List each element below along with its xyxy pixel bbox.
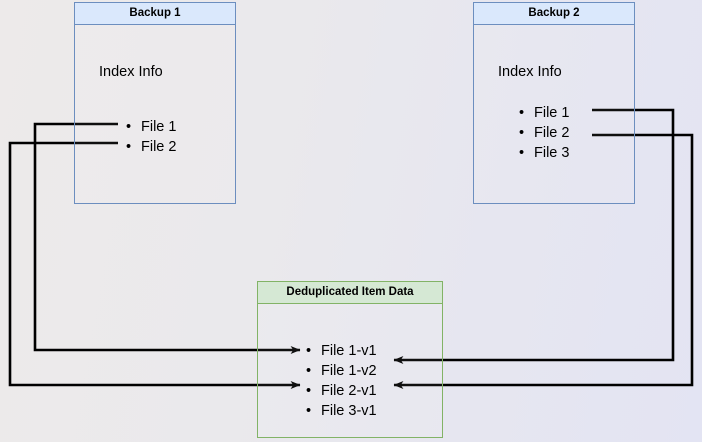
- backup-2-index-info-label: Index Info: [498, 64, 562, 80]
- list-item[interactable]: File 2: [126, 137, 176, 157]
- backup-1-index-info-label: Index Info: [99, 64, 163, 80]
- node-deduplicated-item-data-title: Deduplicated Item Data: [258, 282, 442, 304]
- list-item[interactable]: File 2-v1: [306, 381, 377, 401]
- node-backup-1-title: Backup 1: [75, 3, 235, 25]
- node-backup-1-body: Index Info File 1 File 2: [75, 25, 235, 203]
- node-deduplicated-item-data-body: File 1-v1 File 1-v2 File 2-v1 File 3-v1: [258, 304, 442, 437]
- list-item[interactable]: File 1-v2: [306, 361, 377, 381]
- list-item[interactable]: File 3-v1: [306, 401, 377, 421]
- backup-2-file-list: File 1 File 2 File 3: [519, 103, 569, 163]
- node-backup-2[interactable]: Backup 2 Index Info File 1 File 2 File 3: [473, 2, 635, 204]
- node-backup-2-title: Backup 2: [474, 3, 634, 25]
- node-backup-2-body: Index Info File 1 File 2 File 3: [474, 25, 634, 203]
- list-item[interactable]: File 1: [519, 103, 569, 123]
- list-item[interactable]: File 1-v1: [306, 341, 377, 361]
- node-backup-1[interactable]: Backup 1 Index Info File 1 File 2: [74, 2, 236, 204]
- list-item[interactable]: File 1: [126, 117, 176, 137]
- list-item[interactable]: File 3: [519, 143, 569, 163]
- list-item[interactable]: File 2: [519, 123, 569, 143]
- node-deduplicated-item-data[interactable]: Deduplicated Item Data File 1-v1 File 1-…: [257, 281, 443, 438]
- backup-1-file-list: File 1 File 2: [126, 117, 176, 157]
- dedup-file-list: File 1-v1 File 1-v2 File 2-v1 File 3-v1: [306, 341, 377, 421]
